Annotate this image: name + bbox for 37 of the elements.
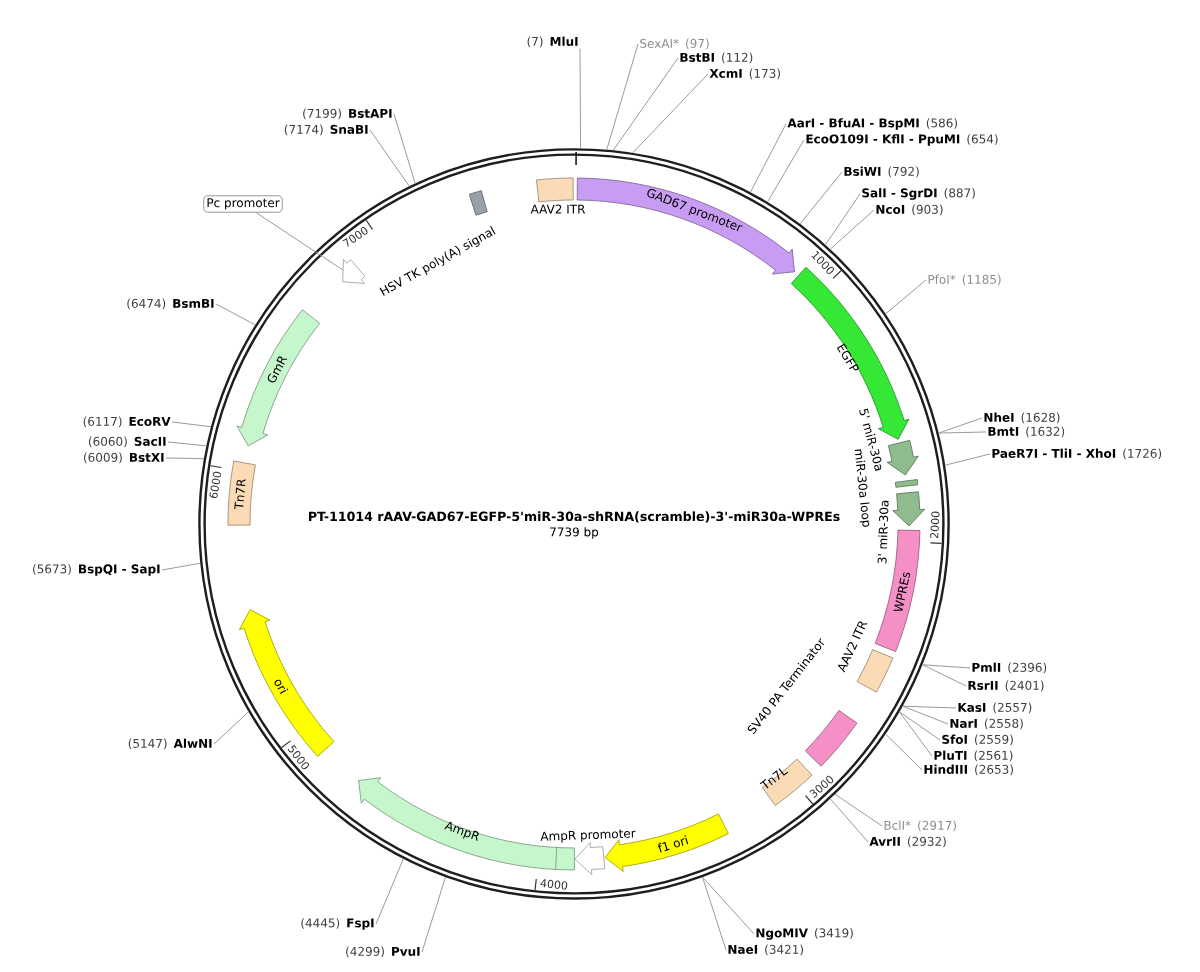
leader-line [632, 73, 709, 154]
leader-line [171, 421, 212, 428]
leader-line [213, 711, 250, 745]
leader-line [829, 798, 869, 843]
leader-line [369, 129, 410, 187]
leader-line [885, 279, 927, 315]
leader-line [702, 876, 755, 935]
leader-line [898, 711, 933, 757]
leader-line [921, 664, 967, 687]
leader-line [938, 431, 987, 434]
leader-line [393, 113, 416, 184]
leader-line [902, 705, 949, 725]
leader-line [612, 57, 679, 151]
leader-line [799, 171, 843, 225]
leader-line [161, 562, 201, 571]
feature-band [342, 258, 366, 284]
feature-box [894, 479, 919, 488]
leader-line [938, 417, 983, 434]
leader-line [606, 43, 639, 151]
leader-line [767, 139, 805, 203]
leader-line [215, 303, 256, 326]
leader-line [902, 705, 957, 709]
leader-line [834, 793, 883, 827]
leader-line [898, 711, 941, 741]
leader-line [921, 664, 971, 669]
leader-line [375, 858, 404, 925]
leader-line [255, 212, 344, 271]
leader-line [579, 48, 582, 149]
leader-line [944, 453, 991, 466]
leader-line [702, 876, 727, 951]
leader-line [824, 193, 861, 246]
leader-line [421, 876, 446, 953]
leader-line [749, 123, 787, 193]
leader-line [885, 733, 923, 771]
leader-line [167, 441, 207, 447]
leader-line [829, 209, 875, 250]
leader-line [165, 457, 205, 460]
